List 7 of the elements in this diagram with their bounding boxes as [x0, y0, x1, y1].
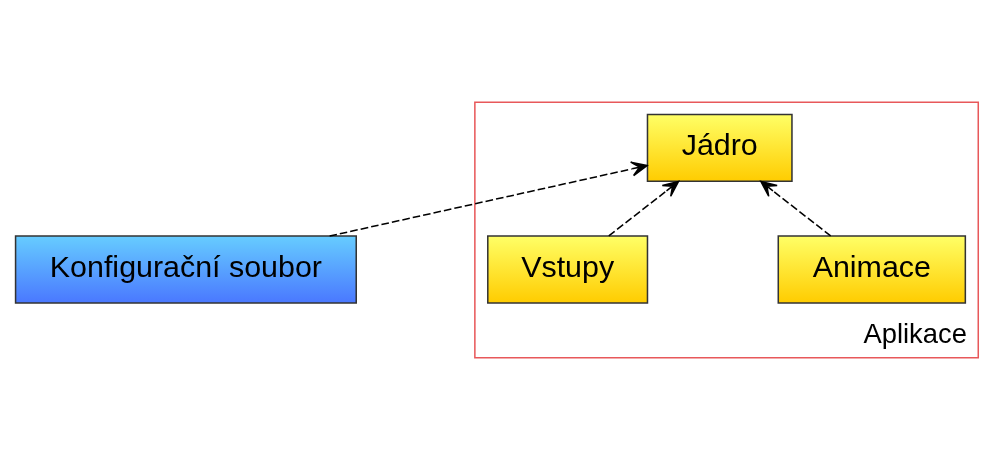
- arrow: [760, 180, 832, 237]
- node-box: Jádro: [646, 113, 793, 182]
- arrow: [608, 180, 680, 237]
- node-box: Konfigurační soubor: [14, 234, 357, 304]
- node-box: Animace: [777, 234, 967, 304]
- arrow: [328, 160, 648, 237]
- node-box: Vstupy: [487, 234, 649, 304]
